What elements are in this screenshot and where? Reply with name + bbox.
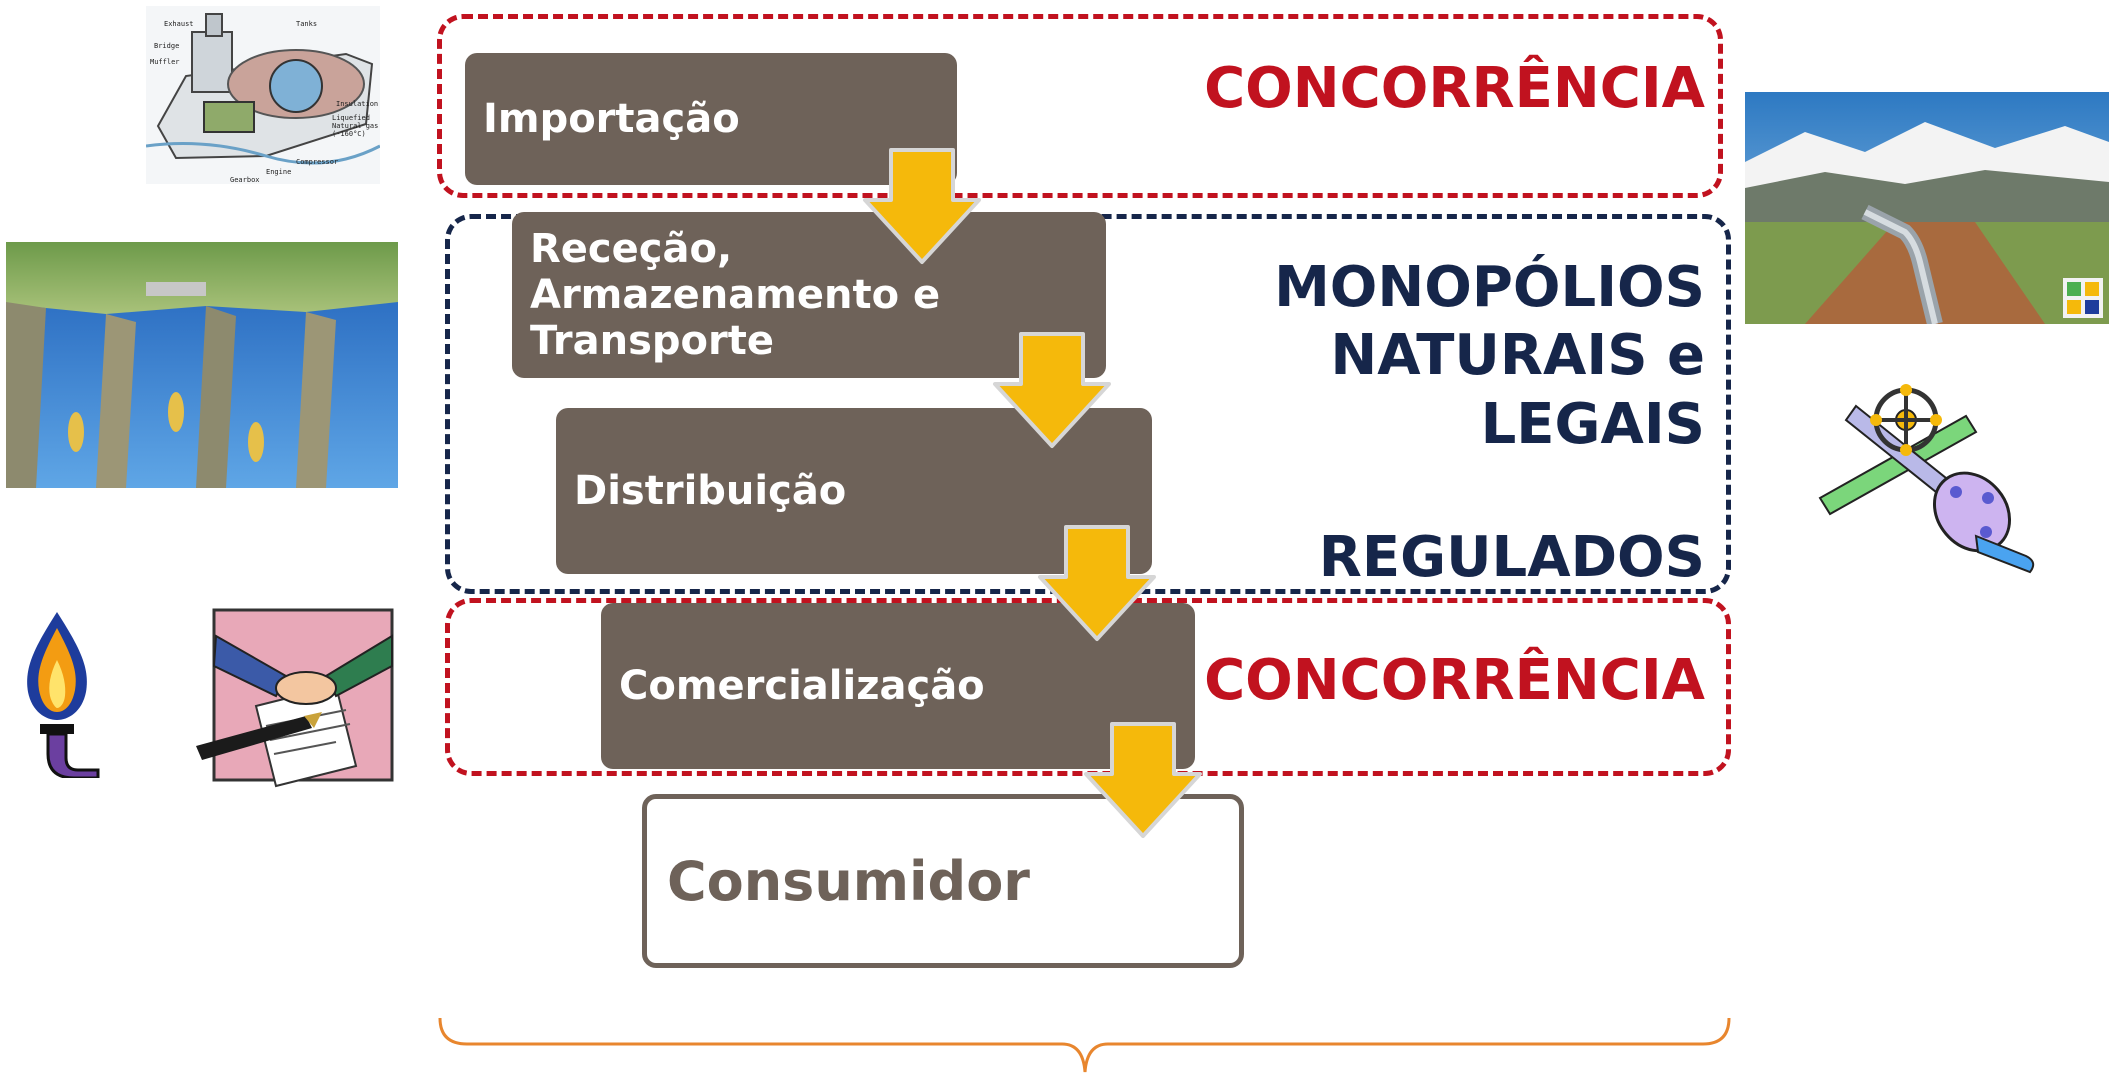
ship-callout-liquefied: Liquefied — [332, 114, 370, 122]
label-concorrencia-top: CONCORRÊNCIA — [1204, 56, 1705, 121]
flow-arrow-1 — [863, 148, 981, 264]
ship-callout-temperature: (-160°C) — [332, 130, 366, 138]
stage-rececao-line-3: Transporte — [530, 318, 774, 364]
competition-region-top — [437, 14, 1723, 198]
label-monopolios: MONOPÓLIOS NATURAIS e LEGAIS — [1274, 254, 1705, 459]
stage-consumidor: Consumidor — [642, 794, 1244, 968]
ship-callout-compressor: Compressor — [296, 158, 338, 166]
flow-arrow-2 — [993, 332, 1111, 448]
stage-rececao: Receção, Armazenamento e Transporte — [512, 212, 1106, 378]
ship-callout-natural-gas: Natural gas — [332, 122, 378, 130]
label-monopolios-line-3: LEGAIS — [1480, 391, 1705, 457]
pipeline-landscape-image — [1745, 92, 2109, 324]
ship-callout-exhaust: Exhaust — [164, 20, 194, 28]
stage-importacao-label: Importação — [483, 96, 740, 142]
ship-callout-muffler: Muffler — [150, 58, 180, 66]
underground-storage-image — [6, 242, 398, 488]
label-monopolios-line-1: MONOPÓLIOS — [1274, 255, 1705, 320]
lng-ship-image: Exhaust Tanks Bridge Muffler Insulation … — [146, 6, 380, 184]
stage-importacao: Importação — [465, 53, 957, 185]
flow-arrow-4 — [1084, 722, 1202, 838]
label-regulados: REGULADOS — [1318, 525, 1705, 590]
ship-callout-engine: Engine — [266, 168, 291, 176]
ship-callout-bridge: Bridge — [154, 42, 179, 50]
label-monopolios-line-2: NATURAIS e — [1330, 323, 1705, 389]
ship-callout-gearbox: Gearbox — [230, 176, 260, 184]
bottom-brace — [438, 1017, 1731, 1073]
pipe-valve-icon — [1816, 376, 2046, 576]
stage-consumidor-label: Consumidor — [667, 849, 1030, 913]
label-concorrencia-bottom: CONCORRÊNCIA — [1204, 648, 1705, 713]
ship-callout-tanks: Tanks — [296, 20, 317, 28]
handshake-contract-icon — [196, 606, 396, 802]
stage-rececao-line-1: Receção, — [530, 226, 733, 272]
gas-flame-icon — [14, 608, 100, 778]
ship-callout-insulation: Insulation — [336, 100, 378, 108]
stage-distribuicao-label: Distribuição — [574, 468, 847, 514]
stage-comercializacao-label: Comercialização — [619, 663, 985, 709]
stage-rececao-line-2: Armazenamento e — [530, 272, 941, 318]
flow-arrow-3 — [1038, 525, 1156, 641]
